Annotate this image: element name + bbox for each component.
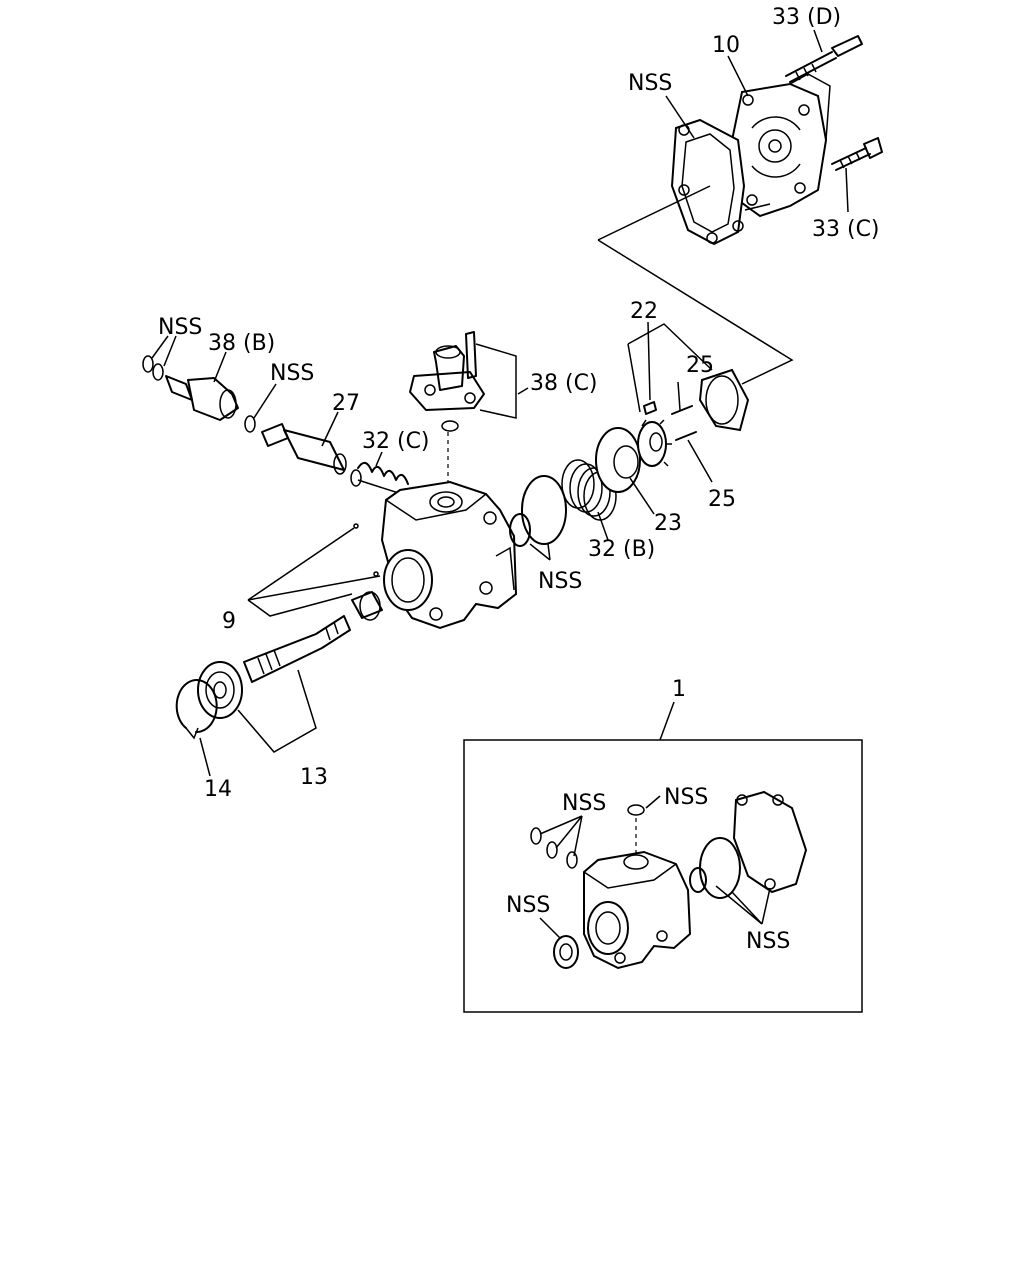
oil-seal [351, 591, 383, 619]
label-kit-nss-gasket: NSS [746, 929, 790, 954]
bolt-33c [831, 137, 883, 171]
label-spring-b: 32 (B) [588, 537, 655, 562]
leader-kit-top [645, 795, 661, 809]
body-marker-a [353, 523, 359, 529]
leader-snap-ring [199, 737, 211, 777]
kit-o-rings [530, 827, 578, 869]
label-nss-gasket: NSS [628, 71, 672, 96]
label-key: 22 [630, 299, 658, 324]
large-o-ring [521, 475, 567, 545]
key-22 [643, 401, 657, 415]
label-body: 9 [222, 609, 236, 634]
pump-body-9 [380, 480, 518, 630]
kit-small-o-ring [689, 867, 707, 893]
label-nss-seals: NSS [538, 569, 582, 594]
kit-pump-body [583, 850, 692, 970]
label-pin-top: 25 [686, 353, 714, 378]
label-nss-oring-b: NSS [270, 361, 314, 386]
leader-spring-b [597, 511, 609, 541]
cam-ring [698, 368, 750, 432]
assembly-line-cam [627, 323, 713, 413]
label-fitting-c: 38 (C) [530, 371, 598, 396]
leader-cover [727, 55, 749, 97]
leader-pin-bottom [687, 439, 713, 483]
leader-nss-oring-b [253, 383, 277, 419]
leader-nss-seals [529, 543, 551, 561]
kit-gasket [732, 790, 808, 894]
assembly-line-cover [744, 203, 771, 211]
leader-bolt-c [845, 167, 849, 213]
cover-gasket [670, 118, 746, 246]
bolt-33d [785, 35, 863, 83]
kit-oil-seal [553, 935, 579, 969]
label-kit-nss-top: NSS [664, 785, 708, 810]
label-spring-c: 32 (C) [362, 429, 430, 454]
pin-25-top [671, 405, 693, 415]
snap-ring-14 [175, 679, 218, 740]
fitting-38b [142, 355, 256, 433]
oil-seal-ring [359, 591, 381, 621]
shaft-13 [243, 615, 351, 683]
label-bolt-c: 33 (C) [812, 217, 880, 242]
pin-25-bottom [675, 431, 697, 441]
label-shaft: 13 [300, 765, 328, 790]
small-o-ring [509, 513, 531, 547]
label-kit-nss-orings: NSS [562, 791, 606, 816]
bearing [197, 661, 243, 719]
leader-fitting-b [213, 351, 227, 383]
leader-nss-orings [151, 335, 177, 367]
leader-kit-orings [539, 815, 583, 857]
leader-spring-c [375, 451, 383, 467]
kit-box [463, 739, 863, 1013]
label-valve: 27 [332, 391, 360, 416]
leader-key [647, 321, 651, 401]
body-marker-b [373, 571, 379, 577]
label-kit: 1 [672, 677, 686, 702]
cover-plate [728, 73, 831, 218]
leader-nss-gasket [665, 95, 695, 139]
label-rotor: 23 [654, 511, 682, 536]
leader-shaft [237, 669, 317, 753]
label-bolt-d: 33 (D) [772, 5, 841, 30]
leader-bolt-d [813, 29, 823, 53]
assembly-line-top [597, 185, 794, 385]
leader-rotor [629, 477, 655, 515]
rotor-23 [595, 419, 672, 493]
flow-valve-27 [261, 423, 362, 487]
label-nss-orings: NSS [158, 315, 202, 340]
leader-kit-seal [539, 917, 561, 939]
label-pin-bottom: 25 [708, 487, 736, 512]
leader-pin-top [677, 381, 681, 411]
label-snap-ring: 14 [204, 777, 232, 802]
leader-kit-gasket [715, 885, 771, 925]
leader-kit [659, 701, 675, 741]
kit-top-o-ring [627, 804, 645, 816]
leader-valve [321, 411, 339, 447]
leader-fitting-c [475, 343, 529, 419]
label-cover: 10 [712, 33, 740, 58]
fitting-38c [409, 331, 485, 432]
leader-body [247, 527, 381, 617]
label-kit-nss-seal: NSS [506, 893, 550, 918]
label-fitting-b: 38 (B) [208, 331, 275, 356]
